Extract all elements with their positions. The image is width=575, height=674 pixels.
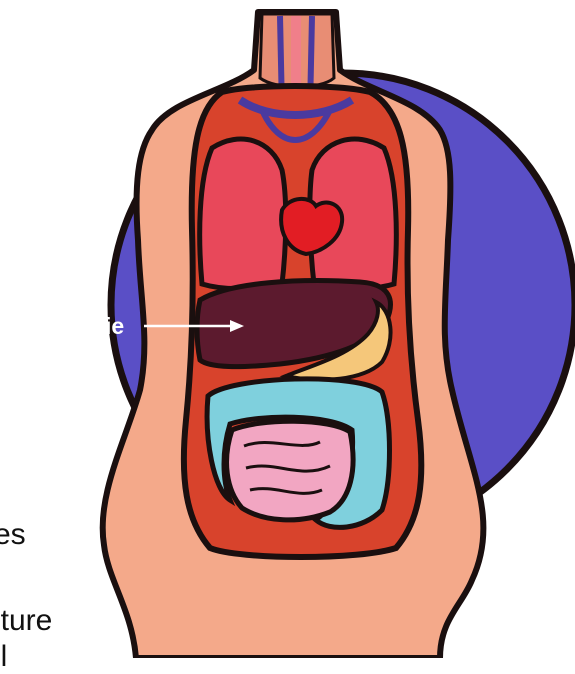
background-text-fragment: il (0, 640, 7, 674)
background-text-fragment: es (0, 518, 26, 552)
left-lung (200, 139, 286, 288)
background-text-fragment: lture (0, 604, 52, 638)
liver-label: Le foie (50, 313, 124, 340)
anatomy-illustration: Le foie es lture il (0, 0, 575, 658)
